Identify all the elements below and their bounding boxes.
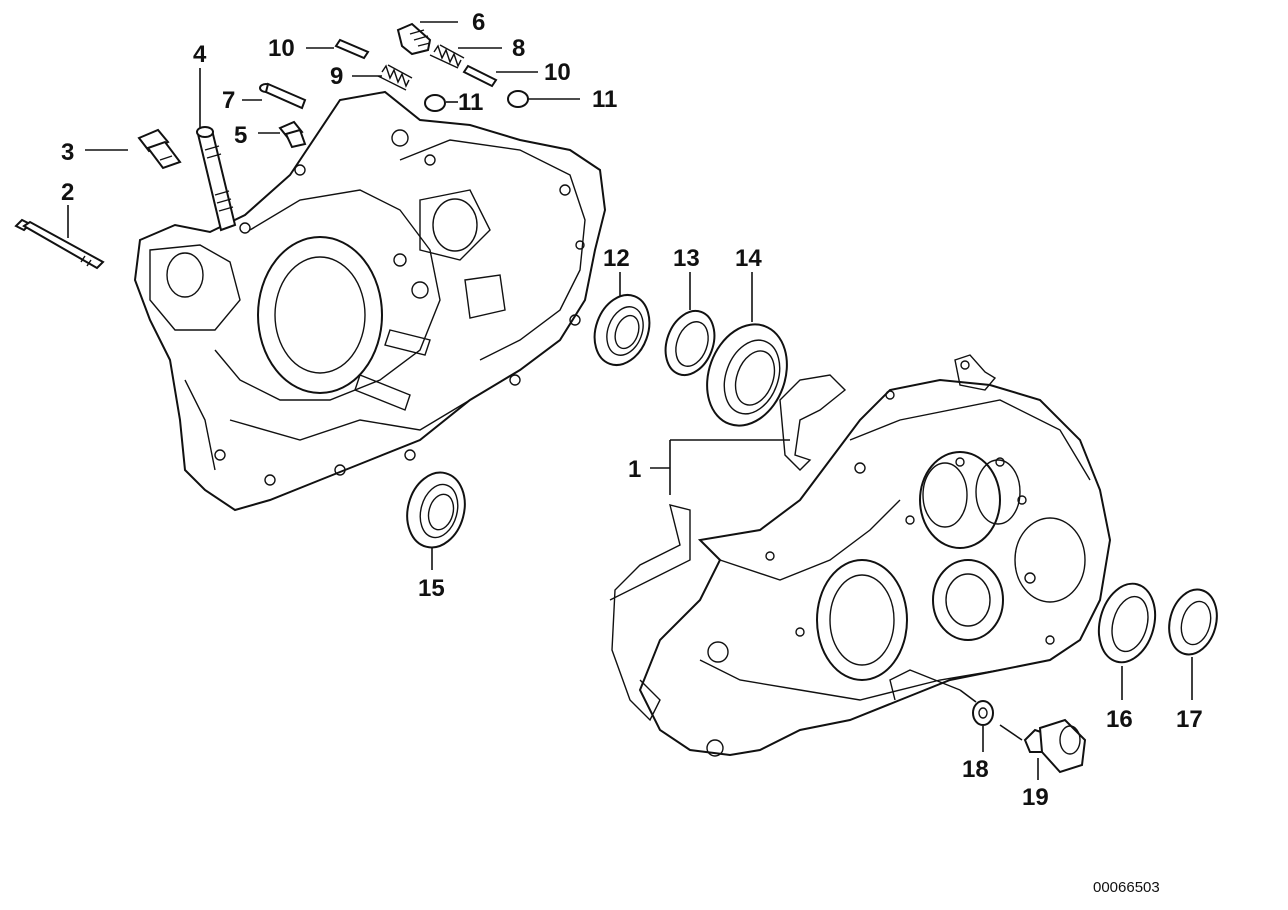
stud-4 [196, 126, 237, 232]
washer-18 [972, 700, 994, 726]
plug-3 [137, 128, 182, 170]
callout-13: 13 [673, 245, 700, 272]
callout-16: 16 [1106, 706, 1133, 733]
pin-10-right [462, 64, 498, 88]
callout-10-right: 10 [544, 59, 571, 86]
plug-11-left [424, 94, 446, 112]
callout-17: 17 [1176, 706, 1203, 733]
spring-8 [429, 44, 465, 69]
reference-number: 00066503 [1093, 879, 1160, 896]
callout-12: 12 [603, 245, 630, 272]
callout-18: 18 [962, 756, 989, 783]
plug-5 [278, 120, 307, 149]
bolt-7 [259, 82, 307, 110]
callout-1: 1 [628, 456, 641, 483]
callout-5: 5 [234, 122, 247, 149]
callout-7: 7 [222, 87, 235, 114]
callout-2: 2 [61, 179, 74, 206]
right-crankcase-half [609, 354, 1112, 757]
bearing-16 [1097, 582, 1157, 664]
leader-lines [67, 21, 1193, 780]
left-crankcase-half [133, 90, 607, 512]
bearing-12 [593, 294, 651, 366]
bearing-17 [1168, 588, 1218, 656]
callout-9: 9 [330, 63, 343, 90]
callout-6: 6 [472, 9, 485, 36]
bearing-13 [664, 310, 716, 376]
callout-labels: 1 2 3 4 5 6 7 8 9 10 10 11 11 12 13 14 1… [61, 9, 1203, 811]
callout-8: 8 [512, 35, 525, 62]
plug-11-right [507, 90, 529, 108]
callout-10-upper: 10 [268, 35, 295, 62]
bearing-14 [706, 323, 788, 427]
callout-3: 3 [61, 139, 74, 166]
spring-9 [377, 64, 413, 91]
bearing-15 [406, 471, 466, 549]
callout-11-right: 11 [592, 86, 617, 113]
pin-10-upper [334, 38, 370, 60]
callout-14: 14 [735, 245, 762, 272]
callout-19: 19 [1022, 784, 1049, 811]
callout-4: 4 [193, 41, 207, 68]
callout-15: 15 [418, 575, 445, 602]
bolt-2 [14, 218, 105, 270]
callout-11-left: 11 [458, 89, 483, 116]
screw-19 [1023, 718, 1087, 774]
screw-6 [396, 22, 432, 56]
